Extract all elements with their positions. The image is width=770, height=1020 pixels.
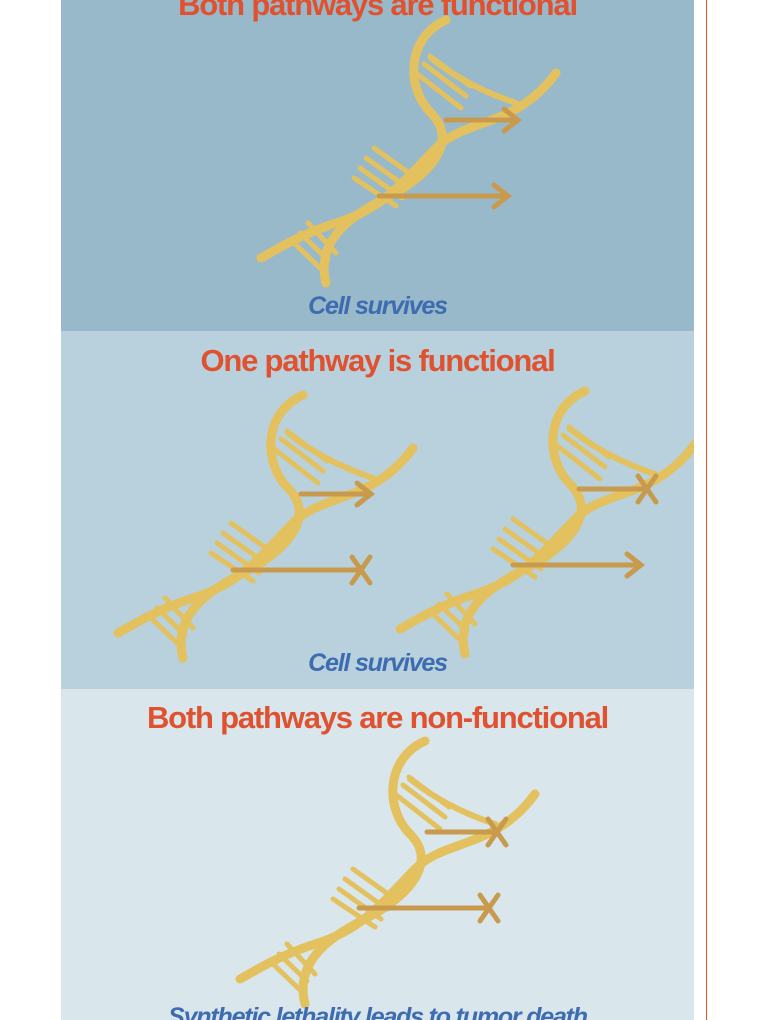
dna-helix-icon xyxy=(395,386,694,659)
panel-both-functional: Both pathways are functional Cell surviv… xyxy=(61,0,694,331)
blocked-pathway-x-icon xyxy=(356,892,501,924)
pathway-arrow-icon xyxy=(376,182,513,210)
pathway-arrow-icon xyxy=(510,551,646,579)
panel-both-non-functional: Both pathways are non-functional Synthet… xyxy=(61,689,694,1020)
blocked-pathway-x-icon xyxy=(424,816,509,848)
pathway-arrow-icon xyxy=(443,106,523,134)
panel-heading: Both pathways are functional xyxy=(178,0,578,22)
frame-right-line xyxy=(706,0,707,1020)
panel-caption: Cell survives xyxy=(308,649,448,677)
dna-helix-icon xyxy=(113,390,418,663)
blocked-pathway-x-icon xyxy=(576,473,659,505)
panel-illustration xyxy=(235,736,540,1009)
panel-caption: Cell survives xyxy=(308,292,448,320)
blocked-pathway-x-icon xyxy=(230,554,373,586)
dna-helix-icon xyxy=(235,736,540,1009)
panel-illustration xyxy=(256,15,561,288)
panel-one-functional: One pathway is functional Cell survives xyxy=(61,331,694,689)
panel-heading: Both pathways are non-functional xyxy=(146,700,609,735)
panel-illustration xyxy=(113,386,694,663)
dna-helix-icon xyxy=(256,15,561,288)
pathway-arrow-icon xyxy=(298,480,376,508)
panel-heading: One pathway is functional xyxy=(200,343,555,378)
panel-caption: Synthetic lethality leads to tumor death xyxy=(168,1003,588,1020)
